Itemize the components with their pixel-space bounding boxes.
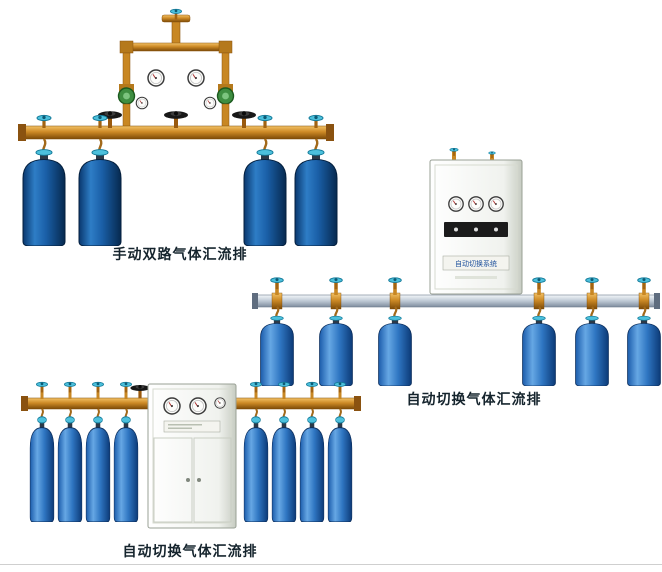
gas-cylinder <box>113 416 139 522</box>
figure-auto-switching-manifold-bottom <box>18 374 363 540</box>
control-cabinet <box>147 383 237 529</box>
figure-manual-dual-manifold <box>10 8 340 248</box>
gas-cylinder <box>85 416 111 522</box>
pressure-gauge-icon <box>468 196 484 212</box>
black-valve-wheel-icon <box>130 384 150 399</box>
figure-auto-switching-manifold-right: 自动切换系统 <box>250 148 662 390</box>
gas-cylinder <box>78 149 122 246</box>
pressure-gauge-icon <box>147 69 165 87</box>
manifold-pipe <box>18 124 334 141</box>
door-handle-icon <box>197 478 201 482</box>
cyan-valve-wheel-icon <box>585 277 599 290</box>
gas-cylinder <box>522 315 556 386</box>
cylinder-valve-wheels <box>270 277 651 295</box>
pressure-gauge-icon <box>189 397 207 415</box>
top-valve-assembly <box>119 8 233 88</box>
cyan-valve-wheel-icon <box>92 381 104 393</box>
gas-cylinder <box>243 416 269 522</box>
gas-cylinder <box>271 416 297 522</box>
manifold-valve-wheels <box>36 111 324 129</box>
cyan-valve-wheel-icon <box>532 277 546 290</box>
cyan-valve-wheel-icon <box>637 277 651 290</box>
auto-switching-manifold-illustration: 自动切换系统 <box>252 148 661 386</box>
bottom-divider <box>0 564 662 565</box>
cylinder-valve-wheels <box>36 381 347 399</box>
pressure-gauge-icon <box>214 397 226 409</box>
cyan-valve-wheel-icon <box>305 381 319 393</box>
pressure-gauge-icon <box>448 196 464 212</box>
caption-auto-switching-manifold-right: 自动切换气体汇流排 <box>406 391 542 407</box>
regulator-right-icon <box>216 87 235 105</box>
pressure-gauge-icon <box>488 196 504 212</box>
manual-dual-manifold-illustration <box>18 8 338 246</box>
control-cabinet: 自动切换系统 <box>429 148 523 295</box>
cyan-valve-wheel-icon <box>277 381 291 393</box>
pressure-gauge-icon <box>135 96 149 110</box>
pressure-gauge-icon <box>187 69 205 87</box>
cabinet-top-valve-icon <box>449 148 459 157</box>
gas-cylinder <box>378 315 412 386</box>
gas-cylinder <box>327 416 353 522</box>
gas-cylinder <box>29 416 55 522</box>
cyan-valve-wheel-icon <box>36 381 48 393</box>
gas-cylinder <box>575 315 609 386</box>
auto-switching-manifold-illustration <box>21 381 361 529</box>
cyan-valve-wheel-icon <box>388 277 402 290</box>
cabinet-name-plate <box>442 255 510 271</box>
caption-manual-dual-manifold: 手动双路气体汇流排 <box>112 246 248 262</box>
cyan-valve-wheel-icon <box>270 277 284 290</box>
cabinet-top-valve-icon <box>488 151 496 159</box>
pressure-gauge-icon <box>163 397 181 415</box>
cyan-valve-wheel-icon <box>333 381 347 393</box>
manifold-pipe <box>252 292 660 310</box>
cabinet-door-left <box>153 437 193 523</box>
black-valve-wheel-icon <box>232 111 256 128</box>
cyan-valve-wheel-icon <box>64 381 76 393</box>
gas-cylinder <box>57 416 83 522</box>
black-valve-wheel-icon <box>164 111 188 128</box>
pressure-gauge-icon <box>203 96 217 110</box>
cabinet-plate-label: 自动切换系统 <box>455 259 497 268</box>
gas-cylinder <box>299 416 325 522</box>
door-handle-icon <box>186 478 190 482</box>
cyan-valve-wheel-icon <box>249 381 263 393</box>
gas-cylinder <box>627 315 661 386</box>
regulator-left-icon <box>117 87 136 105</box>
cabinet-door-right <box>193 437 232 523</box>
caption-auto-switching-manifold-bottom: 自动切换气体汇流排 <box>122 543 258 559</box>
cyan-valve-wheel-icon <box>329 277 343 290</box>
cabinet-name-plate <box>163 420 221 433</box>
cyan-valve-wheel-icon <box>120 381 133 393</box>
gas-cylinder <box>22 149 66 246</box>
